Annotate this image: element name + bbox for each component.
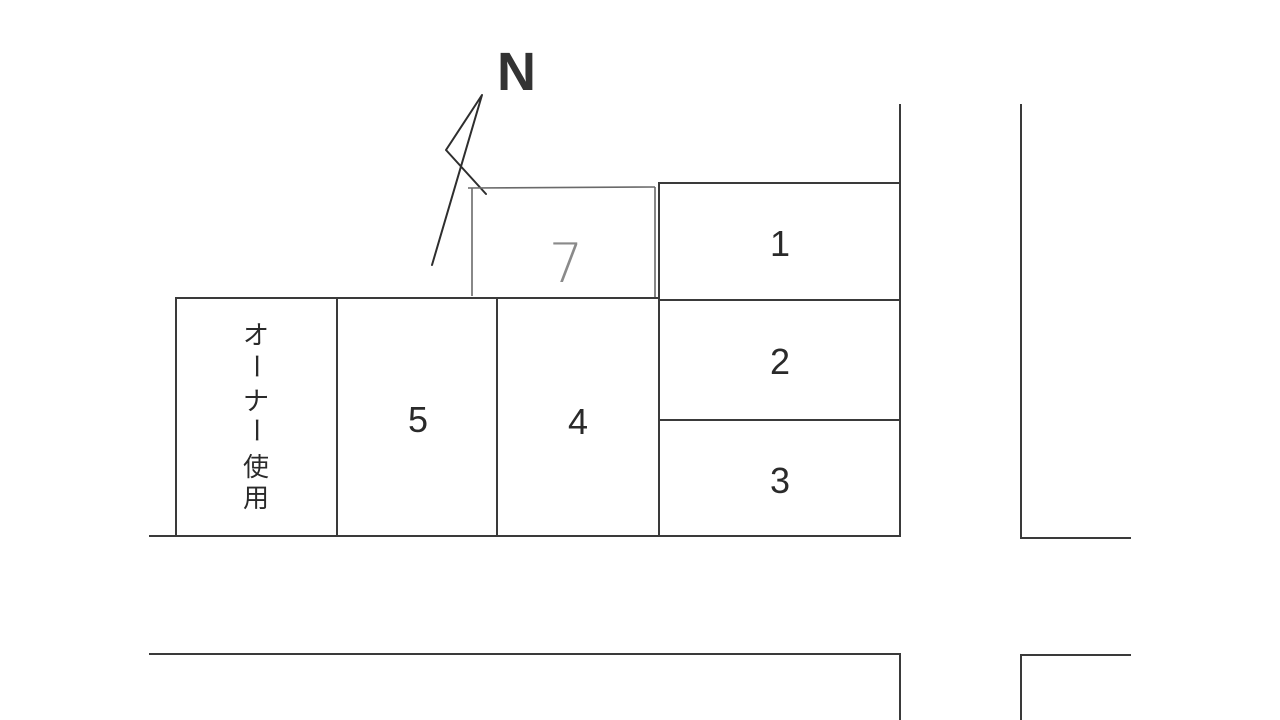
space-2-label: 2 <box>770 341 790 382</box>
neighbor-block-right <box>1020 104 1131 539</box>
owner-char: ー <box>240 353 270 379</box>
space-7-label: 7 <box>549 232 583 295</box>
space-7 <box>467 186 656 298</box>
owner-char: オ <box>243 321 269 351</box>
owner-char: 使 <box>243 453 269 483</box>
owner-char: ナ <box>243 387 269 417</box>
space-3-label: 3 <box>770 460 790 501</box>
lower-row-block <box>175 297 660 537</box>
north-arrow-icon <box>431 94 487 266</box>
north-label: N <box>497 42 536 102</box>
opposite-block-left <box>149 653 901 720</box>
space-4-label: 4 <box>568 401 588 442</box>
owner-char: 用 <box>243 484 269 514</box>
opposite-block-right <box>1020 654 1131 720</box>
spaces-1-3-block <box>658 104 901 537</box>
owner-use-label: オ ー ナ ー 使 用 <box>240 321 270 514</box>
space-5-label: 5 <box>408 399 428 440</box>
space-1-label: 1 <box>770 223 790 264</box>
owner-char: ー <box>240 417 270 443</box>
